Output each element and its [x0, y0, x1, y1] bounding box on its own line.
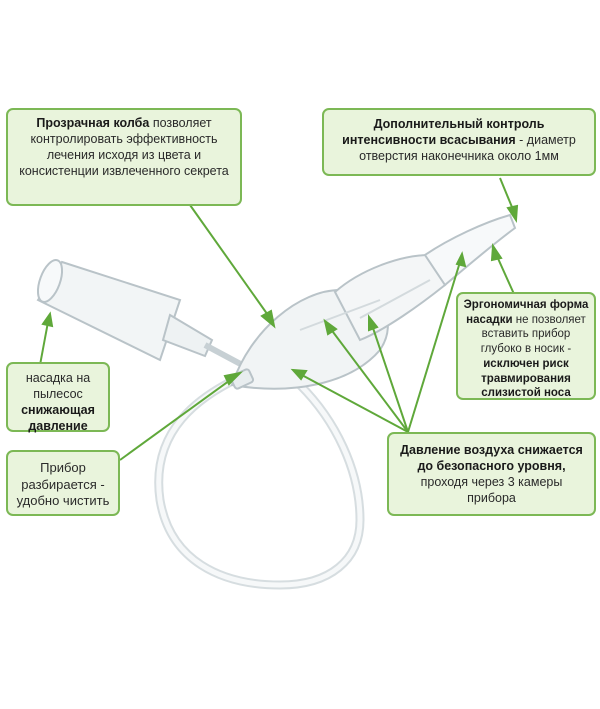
aspirator-body — [229, 213, 517, 390]
callout-flask-text: позволяет контролировать эффективность л… — [19, 116, 229, 178]
pointer-arrows — [39, 177, 519, 461]
callout-clean: Прибор разбирается - удобно чистить — [6, 450, 120, 516]
callout-clean-text: Прибор разбирается - удобно чистить — [16, 460, 110, 509]
callout-nozzle-text1: не позволяет вставить прибор глубоко в н… — [480, 313, 586, 356]
callout-vacuum: насадка на пылесос снижающая давление — [6, 362, 110, 433]
callout-pressure-bold: Давление воздуха снижается до безопасног… — [400, 443, 583, 473]
callout-vacuum-bold: снижающая давление — [21, 403, 95, 433]
callout-vacuum-text: насадка на пылесос — [25, 371, 91, 401]
callout-pressure: Давление воздуха снижается до безопасног… — [387, 432, 596, 516]
callout-nozzle: Эргономичная форма насадки не позволяет … — [456, 292, 596, 400]
callout-flask: Прозрачная колба позволяет контролироват… — [6, 108, 242, 206]
callout-control-bold: Дополнительный контроль интенсивности вс… — [342, 117, 545, 147]
callout-control: Дополнительный контроль интенсивности вс… — [322, 108, 596, 176]
vacuum-adapter — [36, 259, 250, 371]
callout-nozzle-bold2: исключен риск травмирования слизистой но… — [481, 357, 571, 400]
callout-nozzle-bold1: Эргономичная форма насадки — [463, 299, 589, 326]
callout-pressure-text: проходя через 3 камеры прибора — [420, 475, 563, 505]
callout-control-text: - диаметр отверстия наконечника около 1м… — [359, 133, 576, 163]
callout-flask-bold: Прозрачная колба — [36, 116, 150, 130]
